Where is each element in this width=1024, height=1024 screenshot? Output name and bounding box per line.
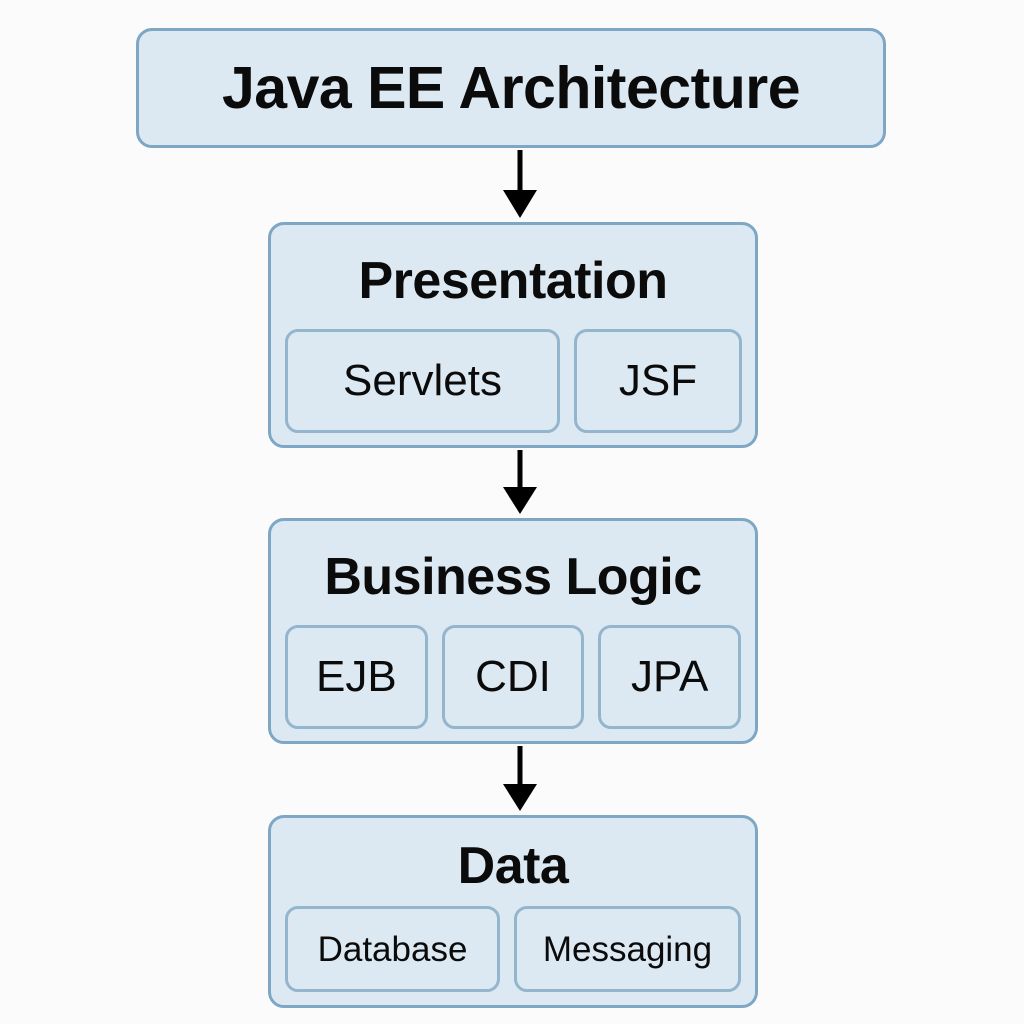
layer-business-logic: Business Logic EJB CDI JPA bbox=[268, 518, 758, 744]
diagram-title-box: Java EE Architecture bbox=[136, 28, 886, 148]
layer-presentation-components: Servlets JSF bbox=[285, 329, 742, 433]
component-messaging[interactable]: Messaging bbox=[514, 906, 741, 992]
component-ejb[interactable]: EJB bbox=[285, 625, 428, 729]
component-jsf[interactable]: JSF bbox=[574, 329, 742, 433]
component-database[interactable]: Database bbox=[285, 906, 500, 992]
arrow-down-icon-title-to-presentation bbox=[496, 150, 544, 220]
layer-data-components: Database Messaging bbox=[285, 906, 741, 992]
component-jpa[interactable]: JPA bbox=[598, 625, 742, 729]
layer-business-logic-heading: Business Logic bbox=[324, 548, 702, 606]
page-title: Java EE Architecture bbox=[221, 54, 801, 121]
layer-data-heading: Data bbox=[457, 837, 569, 895]
layer-data: Data Database Messaging bbox=[268, 815, 758, 1008]
arrow-down-icon-business-to-data bbox=[496, 746, 544, 813]
layer-business-logic-components: EJB CDI JPA bbox=[285, 625, 742, 729]
component-cdi[interactable]: CDI bbox=[441, 625, 585, 729]
layer-presentation: Presentation Servlets JSF bbox=[268, 222, 758, 448]
component-servlets[interactable]: Servlets bbox=[285, 329, 560, 433]
layer-presentation-heading: Presentation bbox=[358, 252, 668, 310]
arrow-down-icon-presentation-to-business bbox=[496, 450, 544, 516]
